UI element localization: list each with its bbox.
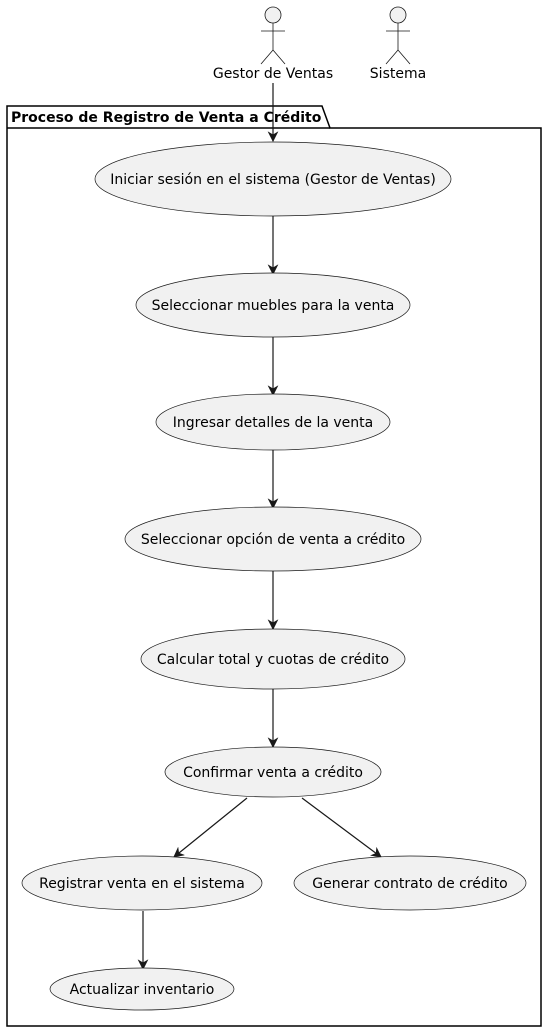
edge-confirm-to-contract	[301, 797, 382, 858]
use-case-label: Iniciar sesión en el sistema (Gestor de …	[110, 172, 436, 188]
edges	[137, 83, 382, 971]
use-case-seleccionar-opcion: Seleccionar opción de venta a crédito	[124, 506, 422, 572]
use-case-actualizar-inventario: Actualizar inventario	[49, 967, 235, 1011]
package-title: Proceso de Registro de Venta a Crédito	[11, 110, 322, 126]
actor-sistema: Sistema	[370, 6, 426, 82]
use-case-generar-contrato: Generar contrato de crédito	[293, 855, 527, 911]
use-case-calcular-total: Calcular total y cuotas de crédito	[140, 628, 406, 690]
actor-head-icon	[389, 6, 407, 24]
use-case-label: Ingresar detalles de la venta	[173, 415, 373, 431]
use-case-label: Registrar venta en el sistema	[39, 876, 245, 892]
actor-label: Gestor de Ventas	[213, 66, 333, 82]
use-case-ingresar-detalles: Ingresar detalles de la venta	[155, 393, 391, 451]
use-case-iniciar-sesion: Iniciar sesión en el sistema (Gestor de …	[94, 141, 452, 217]
use-case-label: Actualizar inventario	[70, 982, 215, 998]
actor-gestor-de-ventas: Gestor de Ventas	[213, 6, 333, 82]
edge-confirm-to-register	[173, 797, 248, 858]
use-case-label: Seleccionar muebles para la venta	[152, 298, 395, 314]
actor-label: Sistema	[370, 66, 426, 82]
package-frame: Proceso de Registro de Venta a Crédito	[6, 105, 542, 1027]
use-case-registrar-venta: Registrar venta en el sistema	[21, 855, 263, 911]
use-case-confirmar-venta: Confirmar venta a crédito	[164, 746, 382, 798]
use-case-seleccionar-muebles: Seleccionar muebles para la venta	[135, 272, 411, 338]
use-case-label: Generar contrato de crédito	[312, 876, 508, 892]
actor-head-icon	[264, 6, 282, 24]
use-case-label: Calcular total y cuotas de crédito	[157, 652, 389, 668]
use-case-label: Seleccionar opción de venta a crédito	[141, 532, 405, 548]
use-case-label: Confirmar venta a crédito	[183, 765, 363, 781]
